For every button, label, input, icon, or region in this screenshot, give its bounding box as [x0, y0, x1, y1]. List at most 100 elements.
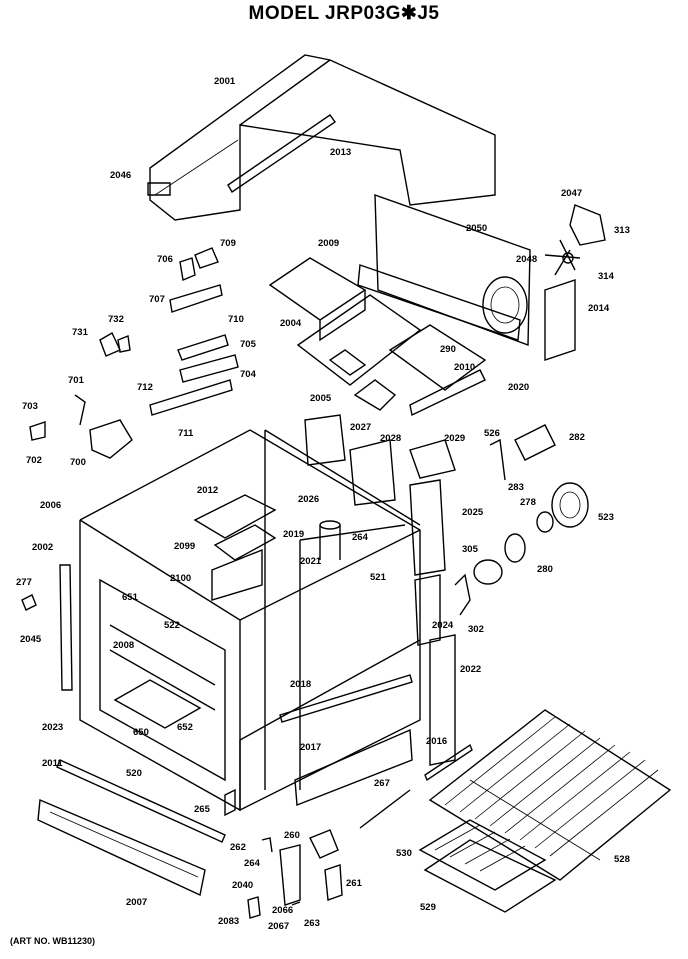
part-label: 290: [440, 344, 456, 355]
light-assembly: [454, 424, 589, 616]
part-label: 2020: [508, 382, 529, 393]
part-label: 520: [126, 768, 142, 779]
part-label: 732: [108, 314, 124, 325]
part-label: 2002: [32, 542, 53, 553]
part-label: 705: [240, 339, 257, 350]
part-label: 2026: [298, 494, 319, 505]
part-label: 282: [569, 432, 585, 443]
part-label: 2012: [197, 485, 218, 496]
part-label: 2048: [516, 254, 537, 265]
part-label: 2100: [170, 573, 191, 584]
art-number: (ART NO. WB11230): [10, 936, 96, 946]
part-label: 2011: [42, 758, 63, 769]
part-label: 2046: [110, 170, 131, 181]
side-panels: [304, 414, 456, 766]
part-label: 702: [26, 455, 42, 466]
part-label: 2047: [561, 188, 582, 199]
part-label: 704: [240, 369, 257, 380]
part-label: 2027: [350, 422, 371, 433]
part-label: 707: [149, 294, 165, 305]
part-label: 2021: [300, 556, 322, 567]
part-label: 530: [396, 848, 412, 859]
part-label: 265: [194, 804, 211, 815]
part-label: 2010: [454, 362, 475, 373]
diagram-title: MODEL JRP03G✱J5: [248, 3, 440, 24]
part-labels: 2001 2013 2046 2047 313 2050 2048 314 20…: [16, 76, 630, 932]
part-label: 2017: [300, 742, 321, 753]
part-label: 264: [352, 532, 369, 543]
part-label: 262: [230, 842, 246, 853]
part-label: 2008: [113, 640, 134, 651]
fan-motor: [544, 204, 606, 276]
part-label: 526: [484, 428, 500, 439]
broiler-pan: [418, 819, 557, 913]
part-label: 2029: [444, 433, 465, 444]
part-label: 2007: [126, 897, 147, 908]
part-label: 710: [228, 314, 244, 325]
duct-assemblies: [268, 257, 487, 417]
hinge-brackets: [224, 788, 343, 919]
part-label: 305: [462, 544, 479, 555]
part-label: 2024: [432, 620, 454, 631]
part-label: 261: [346, 878, 363, 889]
part-label: 280: [537, 564, 553, 575]
front-trim: [37, 759, 226, 897]
part-label: 650: [133, 727, 149, 738]
part-label: 652: [177, 722, 193, 733]
part-label: 2050: [466, 223, 487, 234]
part-label: 701: [68, 375, 85, 386]
part-label: 263: [304, 918, 320, 929]
part-label: 703: [22, 401, 38, 412]
part-label: 2016: [426, 736, 447, 747]
part-label: 302: [468, 624, 484, 635]
part-label: 529: [420, 902, 436, 913]
door-gasket: [21, 564, 73, 691]
part-label: 706: [157, 254, 173, 265]
switch-brackets: [29, 247, 239, 459]
part-label: 264: [244, 858, 261, 869]
part-label: 2099: [174, 541, 195, 552]
part-label: 700: [70, 457, 86, 468]
part-label: 711: [178, 428, 194, 439]
part-label: 2005: [310, 393, 332, 404]
part-label: 2083: [218, 916, 239, 927]
part-label: 2001: [214, 76, 236, 87]
oven-body: [79, 429, 421, 812]
part-label: 2022: [460, 664, 481, 675]
part-label: 277: [16, 577, 32, 588]
part-label: 523: [598, 512, 614, 523]
part-label: 2014: [588, 303, 610, 314]
part-label: 2025: [462, 507, 484, 518]
part-label: 522: [164, 620, 180, 631]
part-label: 731: [72, 327, 89, 338]
vent-tube: [319, 520, 341, 560]
part-label: 2013: [330, 147, 351, 158]
part-label: 521: [370, 572, 387, 583]
part-label: 2018: [290, 679, 311, 690]
part-label: 2028: [380, 433, 401, 444]
top-cover: [147, 54, 496, 221]
part-label: 712: [137, 382, 153, 393]
part-label: 313: [614, 225, 630, 236]
part-label: 2019: [283, 529, 304, 540]
part-label: 2006: [40, 500, 61, 511]
oven-rack: [428, 709, 672, 881]
part-label: 651: [122, 592, 139, 603]
rods: [359, 743, 473, 829]
part-label: 2066: [272, 905, 293, 916]
part-label: 2045: [20, 634, 42, 645]
part-label: 2004: [280, 318, 302, 329]
part-label: 2023: [42, 722, 63, 733]
part-label: 267: [374, 778, 390, 789]
part-label: 528: [614, 854, 630, 865]
panel-2014: [544, 279, 576, 361]
part-label: 278: [520, 497, 536, 508]
part-label: 2067: [268, 921, 289, 932]
part-label: 314: [598, 271, 615, 282]
part-label: 260: [284, 830, 300, 841]
part-label: 2040: [232, 880, 253, 891]
part-label: 2009: [318, 238, 339, 249]
rear-panel: [357, 193, 531, 346]
insulation-blocks: [193, 494, 277, 601]
